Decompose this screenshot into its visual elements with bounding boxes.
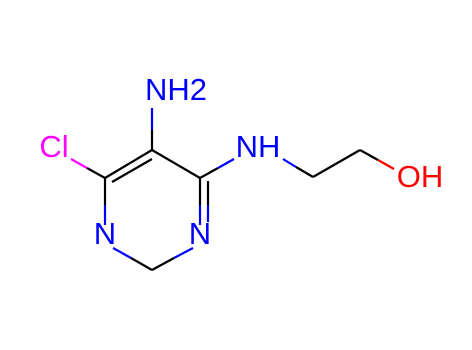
bond-ch2-ch2	[312, 149, 361, 178]
atom-label-oh: OH	[397, 159, 444, 194]
atom-label-nh: NH	[236, 129, 281, 164]
bond-n3-c4	[198, 178, 210, 225]
atom-label-cl: Cl	[39, 129, 68, 164]
bond-ch2-oh	[359, 149, 395, 170]
bond-c5-c6	[104, 149, 153, 183]
bond-n1-c2	[112, 247, 153, 271]
bond-c5-c6-inner	[111, 158, 153, 183]
atom-label-nh2: NH2	[145, 72, 207, 107]
bond-c6-cl	[70, 158, 106, 179]
bond-nh-ch2	[282, 158, 314, 178]
bond-ch2-oh-red	[377, 159, 395, 170]
bond-c4-nh	[199, 158, 235, 179]
bond-c2-n3-blue	[173, 247, 194, 259]
bond-c4-c5	[151, 149, 201, 179]
bond-n1-c2-blue	[112, 247, 132, 259]
bond-c2-n3	[151, 247, 194, 271]
bond-c6-cl-magenta	[70, 158, 88, 169]
bond-n1-c2-black	[130, 257, 153, 271]
bond-c4-nh-black	[199, 167, 219, 179]
bond-nh-ch2-blue	[282, 158, 297, 168]
atom-label-n3: N	[189, 216, 211, 251]
bond-nh-ch2-black	[295, 166, 314, 178]
bond-c5-c6-outer	[104, 149, 153, 179]
bond-c2-n3-black	[151, 257, 175, 271]
bond-c6-cl-black	[86, 167, 106, 179]
bond-ch2-oh-black	[359, 149, 379, 161]
bond-c4-nh-blue	[217, 158, 235, 169]
atom-label-n1: N	[94, 216, 116, 251]
